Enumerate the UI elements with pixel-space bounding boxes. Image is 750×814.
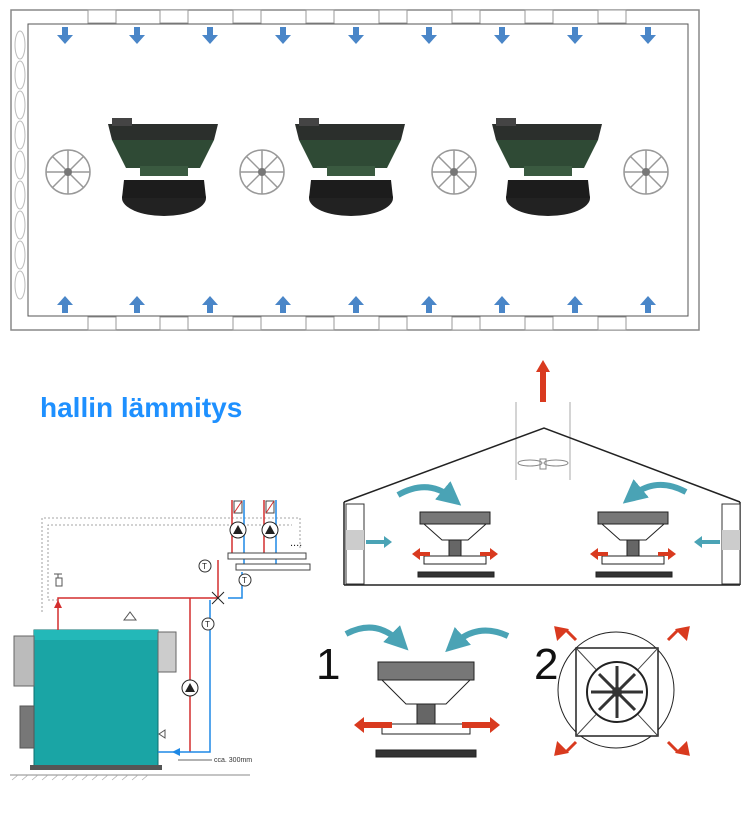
boiler-icon: [33, 629, 159, 769]
svg-text:T: T: [242, 576, 247, 585]
thermometer-icon: T: [201, 617, 215, 631]
vent-icon: [123, 611, 137, 621]
thermometer-icon: T: [238, 573, 252, 587]
circulation-fan-icon: [623, 149, 669, 195]
heater-side-view-icon: [595, 511, 673, 578]
exhaust-arrow-icon: [536, 360, 550, 402]
pump-icon: [261, 521, 279, 539]
down-arrow-icon: [57, 27, 656, 44]
heater-unit-icon: [492, 118, 602, 216]
bottom-wall-panels: [87, 316, 627, 331]
heater-side-view-icon: [417, 511, 495, 578]
option-2-diagram: [554, 626, 690, 756]
circulation-fan-icon: [45, 149, 91, 195]
svg-text:T: T: [202, 562, 207, 571]
pump-icon: [229, 521, 247, 539]
top-wall-panels: [87, 9, 627, 24]
circulation-fan-icon: [239, 149, 285, 195]
pump-icon: [181, 679, 199, 697]
mixing-valve-icon: [211, 591, 225, 605]
distance-note: cca. 300mm: [214, 757, 252, 764]
heater-side-view-icon: [375, 661, 477, 758]
hall-plan: [10, 9, 700, 331]
left-wall-louvers: [14, 30, 26, 300]
boiler-piping-diagram: T T T cca. 300mm ....: [10, 500, 311, 781]
return-arrow-icon: [172, 748, 180, 756]
heater-unit-icon: [108, 118, 218, 216]
svg-text:T: T: [205, 620, 210, 629]
circulation-fan-icon: [431, 149, 477, 195]
option-1-label: 1: [316, 640, 341, 689]
up-arrow-icon: [57, 296, 656, 313]
option-1-diagram: [344, 624, 510, 758]
heater-unit-icon: [295, 118, 405, 216]
supply-arrow-icon: [54, 600, 62, 608]
roof-fan-icon: [517, 458, 569, 470]
option-2-label: 2: [534, 640, 559, 689]
thermometer-icon: T: [198, 559, 212, 573]
more-circuits-dots: ....: [290, 537, 302, 549]
hall-cross-section: [343, 360, 741, 586]
page-heading: hallin lämmitys: [40, 392, 243, 423]
